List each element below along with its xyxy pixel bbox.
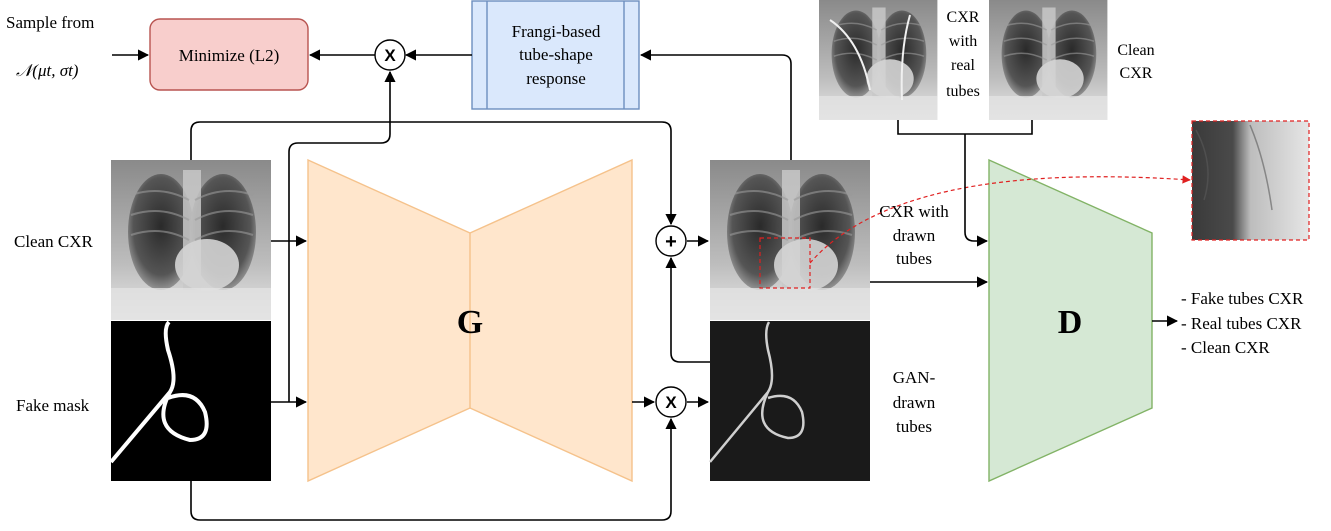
drawn-tubes-line2: drawn [893,226,936,245]
cxr-drawn-tubes-image [709,159,871,321]
drawn-tubes-line3: tubes [896,249,932,268]
discriminator-label: D [1058,304,1083,341]
d-output-fake: - Fake tubes CXR [1181,289,1304,308]
minimize-l2-label: Minimize (L2) [179,46,280,65]
d-output-real: - Real tubes CXR [1181,314,1302,333]
drawn-tubes-line1: CXR with [879,202,949,221]
generator-label: G [457,304,483,341]
frangi-line2: tube-shape [519,45,593,64]
gan-tubes-line1: GAN- [893,368,936,387]
real-tubes-line1: CXR [947,9,980,26]
fake-mask-label: Fake mask [16,396,90,415]
minimize-l2-block [149,18,309,91]
zoom-image [1191,120,1310,241]
cxr-real-tubes-image [818,0,939,121]
reference-brace [897,120,1033,135]
multiply-bottom-operator [655,386,687,418]
clean-ref-line2: CXR [1120,65,1153,82]
gan-tubes-line3: tubes [896,417,932,436]
frangi-line1: Frangi-based [512,22,601,41]
multiply-bottom-symbol: X [665,393,677,412]
gan-drawn-tubes-image [709,321,870,481]
real-tubes-line3: real [951,57,976,74]
clean-cxr-reference-image [988,0,1109,121]
connectors [112,49,1179,521]
clean-cxr-label: Clean CXR [14,232,94,251]
zoom-region-box [759,237,811,289]
real-tubes-line2: with [949,33,977,50]
multiply-top-symbol: X [384,46,396,65]
d-output-clean: - Clean CXR [1181,338,1270,357]
fake-mask-image [109,320,271,481]
zoom-arrow [809,175,1191,264]
discriminator-block [988,158,1153,483]
clean-cxr-image [110,159,272,321]
frangi-line3: response [526,69,585,88]
sample-label: Sample from [6,13,94,32]
clean-ref-line1: Clean [1117,42,1154,59]
frangi-block [471,0,640,110]
gan-tubes-line2: drawn [893,393,936,412]
sample-formula: 𝒩(μt, σt) [16,61,79,80]
add-symbol: + [665,231,677,253]
real-tubes-line4: tubes [946,83,980,100]
add-operator [655,225,687,257]
